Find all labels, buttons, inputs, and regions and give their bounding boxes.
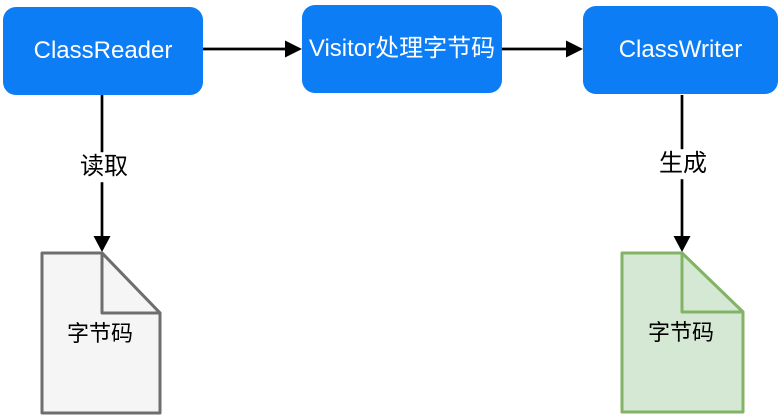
document-input-label: 字节码: [66, 321, 134, 346]
arrowhead-down-icon: [673, 236, 691, 252]
arrowhead-right-icon: [566, 40, 583, 58]
document-output-label: 字节码: [647, 320, 715, 345]
edge-label-generate[interactable]: 生成: [656, 149, 710, 179]
node-classwriter[interactable]: ClassWriter: [583, 6, 778, 94]
document-folded-corner-icon: [680, 251, 745, 314]
arrowhead-right-icon: [285, 40, 302, 58]
document-folded-corner-icon: [100, 251, 162, 315]
edge-label-read[interactable]: 读取: [77, 152, 131, 182]
node-classreader[interactable]: ClassReader: [3, 7, 203, 95]
node-visitor-process-label: Visitor处理字节码: [308, 35, 496, 62]
arrow-reader-to-visitor[interactable]: [203, 40, 302, 58]
document-bytecode-output[interactable]: [620, 251, 745, 414]
arrow-visitor-to-writer[interactable]: [502, 40, 583, 58]
node-classreader-label: ClassReader: [33, 37, 173, 64]
node-classwriter-label: ClassWriter: [618, 36, 743, 63]
node-visitor-process[interactable]: Visitor处理字节码: [302, 5, 502, 93]
document-bytecode-input[interactable]: [40, 251, 162, 415]
arrowhead-down-icon: [93, 236, 111, 252]
